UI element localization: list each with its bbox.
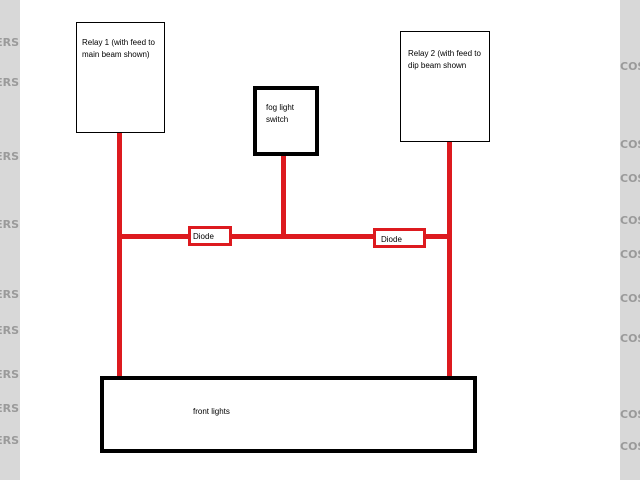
front-lights-label: front lights <box>193 407 230 416</box>
fog-light-switch-label: fog light switch <box>266 103 295 124</box>
left-watermark-strip: DERS. DERS. DERS. DERS. DERS. DERS. DERS… <box>0 0 20 480</box>
watermark-text: DERS. <box>0 150 20 163</box>
watermark-text: COST <box>620 408 640 421</box>
diode-left-label: Diode <box>193 232 214 241</box>
watermark-text: COST <box>620 332 640 345</box>
diode-right-label: Diode <box>381 235 402 244</box>
watermark-text: DERS. <box>0 368 20 381</box>
watermark-text: DERS. <box>0 402 20 415</box>
relay1-wire <box>117 133 122 380</box>
relay1-label: Relay 1 (with feed to main beam shown) <box>82 38 155 59</box>
diode-left: Diode <box>188 226 232 246</box>
relay2-box: Relay 2 (with feed to dip beam shown <box>400 31 490 142</box>
watermark-text: COST <box>620 172 640 185</box>
horizontal-bus-wire <box>117 234 452 239</box>
watermark-text: COST <box>620 214 640 227</box>
front-lights-box: front lights <box>100 376 477 453</box>
watermark-text: COST <box>620 138 640 151</box>
watermark-text: DERS. <box>0 288 20 301</box>
watermark-text: COST <box>620 440 640 453</box>
watermark-text: COST <box>620 248 640 261</box>
right-watermark-strip: COST COST COST COST COST COST COST COST … <box>620 0 640 480</box>
fog-switch-wire <box>281 156 286 236</box>
watermark-text: DERS. <box>0 218 20 231</box>
fog-light-switch-box: fog light switch <box>253 86 319 156</box>
watermark-text: DERS. <box>0 76 20 89</box>
watermark-text: DERS. <box>0 36 20 49</box>
relay1-box: Relay 1 (with feed to main beam shown) <box>76 22 165 133</box>
watermark-text: COST <box>620 292 640 305</box>
relay2-wire <box>447 142 452 380</box>
diode-right: Diode <box>373 228 426 248</box>
watermark-text: COST <box>620 60 640 73</box>
watermark-text: DERS. <box>0 324 20 337</box>
relay2-label: Relay 2 (with feed to dip beam shown <box>408 49 481 70</box>
watermark-text: DERS. <box>0 434 20 447</box>
